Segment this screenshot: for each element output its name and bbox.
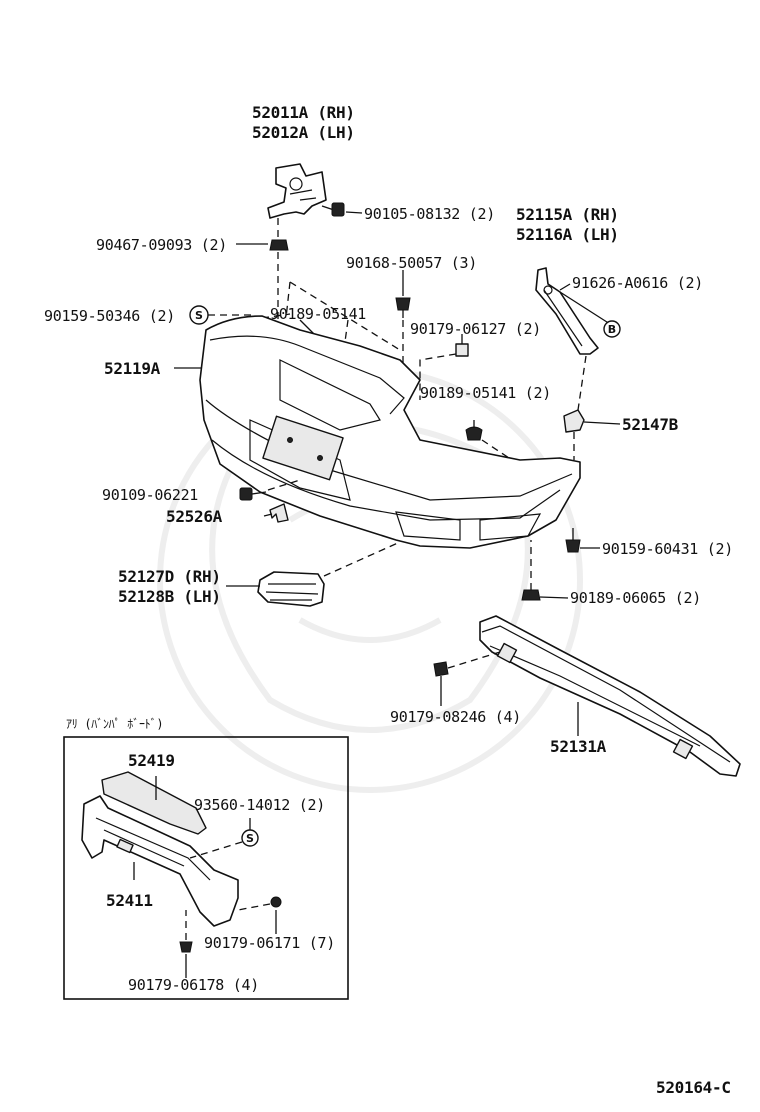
label-90179-08246: 90179-08246 (4)	[390, 708, 521, 726]
inset-frame	[63, 736, 349, 1000]
label-52116a: 52116A (LH)	[516, 225, 619, 244]
label-52419: 52419	[128, 751, 175, 770]
headlamp-bracket-52011a	[267, 163, 327, 219]
label-90179-06127: 90179-06127 (2)	[410, 320, 541, 338]
retainer-52526a	[269, 503, 289, 523]
inset-title: ｱﾘ (ﾊﾞﾝﾊﾟ ﾎﾞｰﾄﾞ)	[66, 717, 163, 731]
label-52128b: 52128B (LH)	[118, 587, 221, 606]
clip-90189-05141-b-icon	[465, 426, 483, 441]
label-90467-09093: 90467-09093 (2)	[96, 236, 227, 254]
bumper-board-52419	[101, 771, 207, 835]
label-52119a: 52119A	[104, 359, 161, 378]
screw-90159-60431-icon	[565, 528, 581, 553]
label-90189-05141-b: 90189-05141 (2)	[420, 384, 551, 402]
fog-lamp-cover-52127d	[257, 571, 325, 607]
nut-90179-06171-icon	[270, 896, 282, 908]
label-90159-50346: 90159-50346 (2)	[44, 307, 175, 325]
bolt-90105-icon	[321, 202, 345, 217]
label-90159-60431: 90159-60431 (2)	[602, 540, 733, 558]
symbol-s-text: S	[195, 309, 203, 322]
label-90189-06065: 90189-06065 (2)	[570, 589, 701, 607]
inset-bumper-board: S	[63, 736, 349, 1000]
label-52411: 52411	[106, 891, 153, 910]
symbol-b-text: B	[608, 323, 616, 336]
label-52127d: 52127D (RH)	[118, 567, 221, 586]
label-52147b: 52147B	[622, 415, 679, 434]
screw-90168-icon	[395, 297, 411, 318]
label-52115a: 52115A (RH)	[516, 205, 619, 224]
symbol-s-icon: S	[189, 305, 209, 325]
label-90189-05141-a: 90189-05141	[270, 305, 366, 323]
bolt-90109-icon	[239, 487, 267, 501]
label-91626-a0616: 91626-A0616 (2)	[572, 274, 703, 292]
nut-90179-06178-icon	[179, 941, 193, 953]
front-bumper-cover-52119a	[199, 315, 581, 549]
bumper-reinforcement-52131a	[479, 615, 741, 777]
label-90105-08132: 90105-08132 (2)	[364, 205, 495, 223]
symbol-b-icon: B	[603, 320, 621, 338]
nut-90179-08246-icon	[433, 661, 449, 677]
nut-90189-06065-icon	[521, 589, 541, 601]
clip-52147b-icon	[563, 409, 585, 433]
label-90179-06171: 90179-06171 (7)	[204, 934, 335, 952]
label-93560-14012: 93560-14012 (2)	[194, 796, 325, 814]
label-90109-06221: 90109-06221	[102, 486, 198, 504]
clip-90179-06127-icon	[455, 343, 469, 357]
symbol-s-inset-text: S	[246, 832, 254, 845]
label-52131a: 52131A	[550, 737, 607, 756]
diagram-id: 520164-C	[656, 1078, 731, 1097]
label-90179-06178: 90179-06178 (4)	[128, 976, 259, 994]
label-52012a: 52012A (LH)	[252, 123, 355, 142]
symbol-s-inset-icon: S	[241, 829, 259, 847]
nut-90467-icon	[269, 239, 289, 251]
label-90168-50057: 90168-50057 (3)	[346, 254, 477, 272]
label-52011a: 52011A (RH)	[252, 103, 355, 122]
label-52526a: 52526A	[166, 507, 223, 526]
bumper-side-bracket-52115a	[535, 267, 599, 355]
